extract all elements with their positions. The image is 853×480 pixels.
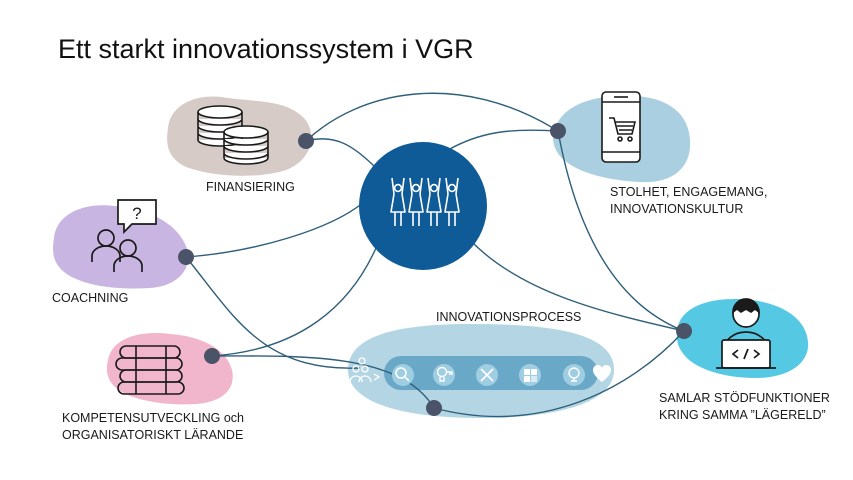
connector-center-samlar: [469, 239, 685, 332]
node-dot-process: [426, 400, 442, 416]
node-dot-kompetens: [204, 348, 220, 364]
node-dot-coachning: [178, 249, 194, 265]
samlar-blob: [676, 299, 809, 378]
node-dot-stolthet: [550, 123, 566, 139]
finansiering-label: FINANSIERING: [206, 180, 295, 194]
innovationsprocess-label: INNOVATIONSPROCESS: [436, 310, 582, 324]
stolthet-label-line-1: STOLHET, ENGAGEMANG,: [610, 185, 768, 199]
node-dot-samlar: [676, 323, 692, 339]
connector-stolthet-center: [447, 129, 559, 151]
connector-samlar-process: [433, 330, 685, 418]
connector-finansiering-stolthet: [305, 92, 559, 142]
books-icon: [115, 345, 185, 395]
kompetens-label-line-2: ORGANISATORISKT LÄRANDE: [62, 428, 244, 442]
connector-kompetens-center: [211, 247, 377, 357]
page-title: Ett starkt innovationssystem i VGR: [58, 34, 474, 64]
heart-icon: [593, 365, 611, 382]
samlar-label: SAMLAR STÖDFUNKTIONER KRING SAMMA ”LÄGER…: [659, 390, 830, 424]
connector-kompetens-process: [211, 355, 435, 409]
tools-icon: [480, 368, 494, 382]
samlar-label-line-1: SAMLAR STÖDFUNKTIONER: [659, 391, 830, 405]
connectors: [185, 92, 685, 418]
people-question-icon: ?: [91, 199, 157, 272]
center-circle: [359, 142, 487, 270]
globe-icon: [568, 367, 580, 382]
cheering-people-icon: [390, 177, 460, 226]
connector-coachning-process: [185, 256, 361, 369]
coachning-label: COACHNING: [52, 291, 129, 305]
kompetens-label-line-1: KOMPETENSUTVECKLING och: [62, 411, 244, 425]
connector-stolthet-samlar: [557, 130, 685, 332]
people-lightbulb-icon: [349, 357, 381, 383]
connector-finansiering-center: [305, 138, 377, 169]
kompetens-blob: [106, 333, 233, 405]
lightbulb-key-icon: [436, 366, 453, 382]
coder-laptop-icon: [716, 298, 776, 369]
samlar-label-line-2: KRING SAMMA ”LÄGERELD”: [659, 408, 826, 422]
stolthet-label: STOLHET, ENGAGEMANG, INNOVATIONSKULTUR: [610, 184, 767, 218]
innovationsprocess-steps: [349, 357, 611, 386]
coins-icon: [197, 105, 269, 165]
stolthet-label-line-2: INNOVATIONSKULTUR: [610, 202, 744, 216]
connector-coachning-center: [185, 201, 365, 258]
svg-text:?: ?: [132, 204, 141, 223]
node-dot-finansiering: [298, 133, 314, 149]
magnifier-icon: [395, 367, 410, 382]
puzzle-icon: [524, 369, 537, 382]
shopping-cart-phone-icon: [601, 91, 641, 163]
kompetens-label: KOMPETENSUTVECKLING och ORGANISATORISKT …: [62, 410, 244, 444]
node-dots: [178, 123, 692, 416]
